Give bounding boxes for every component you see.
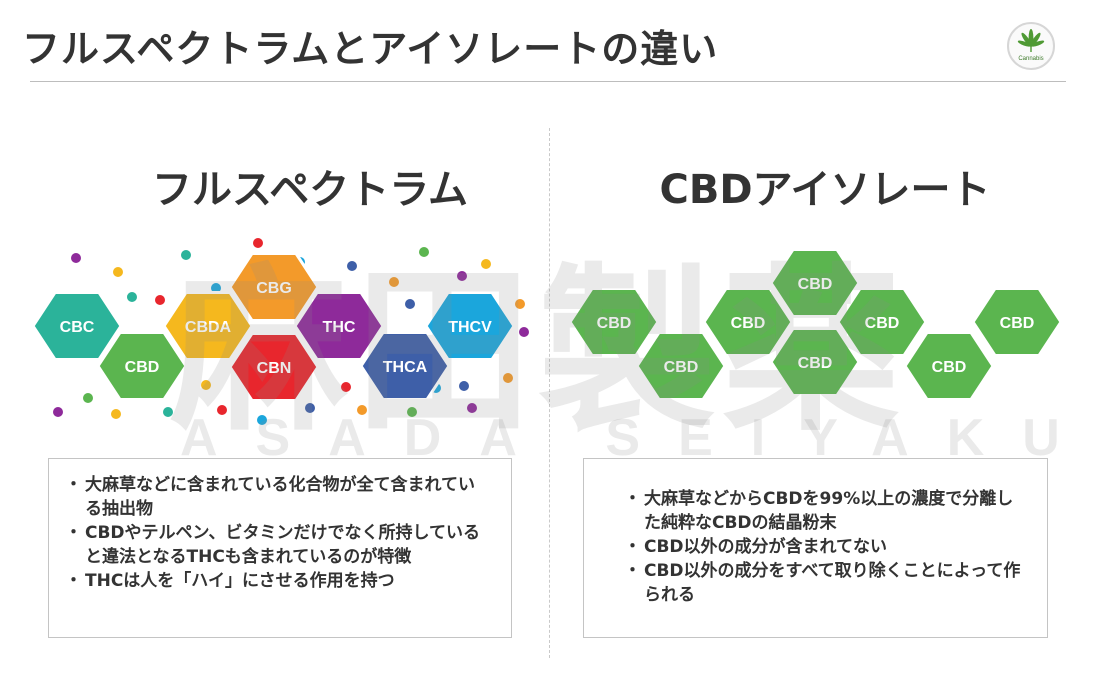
decorative-dot [467,403,477,413]
hexagon-shape [635,331,727,401]
hexagon-label: CBD [798,276,833,293]
hexagon-shape [293,291,385,361]
full-spectrum-title: フルスペクトラム [152,167,468,213]
decorative-dot [113,267,123,277]
page-title: フルスペクトラムとアイソレートの違い [22,27,719,71]
decorative-dot [163,407,173,417]
decorative-dot [347,261,357,271]
decorative-dot [519,327,529,337]
full-spectrum-hexagon-thca: THCA [359,331,451,401]
isolate-hexagon-cbd: CBD [769,327,861,397]
hexagon-label: THC [323,319,356,336]
hexagon-shape [836,287,928,357]
title-divider [30,81,1066,82]
full-spectrum-hexagon-thc: THC [293,291,385,361]
hexagon-label: CBD [798,355,833,372]
full-spectrum-hexagon-thcv: THCV [424,291,516,361]
cbd-isolate-title: CBDアイソレート [659,167,991,213]
hexagon-label: CBG [256,280,292,297]
hexagon-shape [903,331,995,401]
decorative-dot [257,415,267,425]
decorative-dot [201,380,211,390]
decorative-dot [405,299,415,309]
hexagon-shape [568,287,660,357]
full-spectrum-bullet: THCは人を「ハイ」にさせる作用を持つ [65,569,491,593]
hexagon-shape [31,291,123,361]
full-spectrum-hexagon-cbc: CBC [31,291,123,361]
hexagon-label: CBN [257,360,292,377]
cbd-isolate-bullet: CBD以外の成分が含まれてない [624,535,1027,559]
full-spectrum-hexagon-cbda: CBDA [162,291,254,361]
decorative-dot [127,292,137,302]
decorative-dot [357,405,367,415]
decorative-dot [389,277,399,287]
hexagon-label: THCV [448,319,492,336]
decorative-dot [459,381,469,391]
decorative-dot [407,407,417,417]
decorative-dot [71,253,81,263]
cbd-isolate-bullet: CBD以外の成分をすべて取り除くことによって作られる [624,559,1027,607]
decorative-dot [457,271,467,281]
decorative-dot [217,405,227,415]
full-spectrum-hexagon-cbn: CBN [228,332,320,402]
hexagon-shape [359,331,451,401]
decorative-dot [515,299,525,309]
hexagon-label: CBDA [185,319,232,336]
decorative-dot [53,407,63,417]
hexagon-label: CBC [60,319,95,336]
decorative-dot [211,283,221,293]
hexagon-label: CBD [664,359,699,376]
decorative-dot [253,238,263,248]
hexagon-shape [228,332,320,402]
full-spectrum-hexagon-cbd: CBD [96,331,188,401]
hexagon-label: THCA [383,359,428,376]
hexagon-label: CBD [125,359,160,376]
full-spectrum-hexagon-cbg: CBG [228,252,320,322]
decorative-dot [111,409,121,419]
hexagon-label: CBD [597,315,632,332]
hexagon-shape [424,291,516,361]
isolate-hexagon-cbd: CBD [568,287,660,357]
hexagon-shape [769,327,861,397]
decorative-dot [481,259,491,269]
decorative-dot [419,247,429,257]
cbd-isolate-description-box: 大麻草などからCBDを99%以上の濃度で分離した純粋なCBDの結晶粉末 CBD以… [583,458,1048,638]
hexagon-label: CBD [1000,315,1035,332]
cannabis-logo: Cannabis [1007,22,1055,70]
decorative-dot [341,382,351,392]
hexagon-label: CBD [932,359,967,376]
column-divider [549,128,550,658]
hexagon-shape [702,287,794,357]
cbd-isolate-bullet-list: 大麻草などからCBDを99%以上の濃度で分離した純粋なCBDの結晶粉末 CBD以… [624,487,1027,607]
full-spectrum-bullet: CBDやテルペン、ビタミンだけでなく所持していると違法となるTHCも含まれている… [65,521,491,569]
hexagon-shape [971,287,1063,357]
decorative-dot [155,295,165,305]
full-spectrum-bullet: 大麻草などに含まれている化合物が全て含まれている抽出物 [65,473,491,521]
full-spectrum-description-box: 大麻草などに含まれている化合物が全て含まれている抽出物 CBDやテルペン、ビタミ… [48,458,512,638]
isolate-hexagon-cbd: CBD [836,287,928,357]
hexagon-shape [769,248,861,318]
cannabis-leaf-icon [1017,29,1045,52]
hexagon-shape [96,331,188,401]
hexagon-label: CBD [865,315,900,332]
isolate-hexagon-cbd: CBD [769,248,861,318]
decorative-dot [503,373,513,383]
isolate-hexagon-cbd: CBD [635,331,727,401]
hexagon-shape [228,252,320,322]
hexagon-label: CBD [731,315,766,332]
full-spectrum-bullet-list: 大麻草などに含まれている化合物が全て含まれている抽出物 CBDやテルペン、ビタミ… [65,473,491,593]
isolate-hexagon-cbd: CBD [903,331,995,401]
isolate-hexagon-cbd: CBD [702,287,794,357]
isolate-hexagon-cbd: CBD [971,287,1063,357]
decorative-dot [181,250,191,260]
decorative-dot [83,393,93,403]
cbd-isolate-bullet: 大麻草などからCBDを99%以上の濃度で分離した純粋なCBDの結晶粉末 [624,487,1027,535]
decorative-dot [305,403,315,413]
hexagon-shape [162,291,254,361]
logo-text: Cannabis [1018,56,1044,62]
